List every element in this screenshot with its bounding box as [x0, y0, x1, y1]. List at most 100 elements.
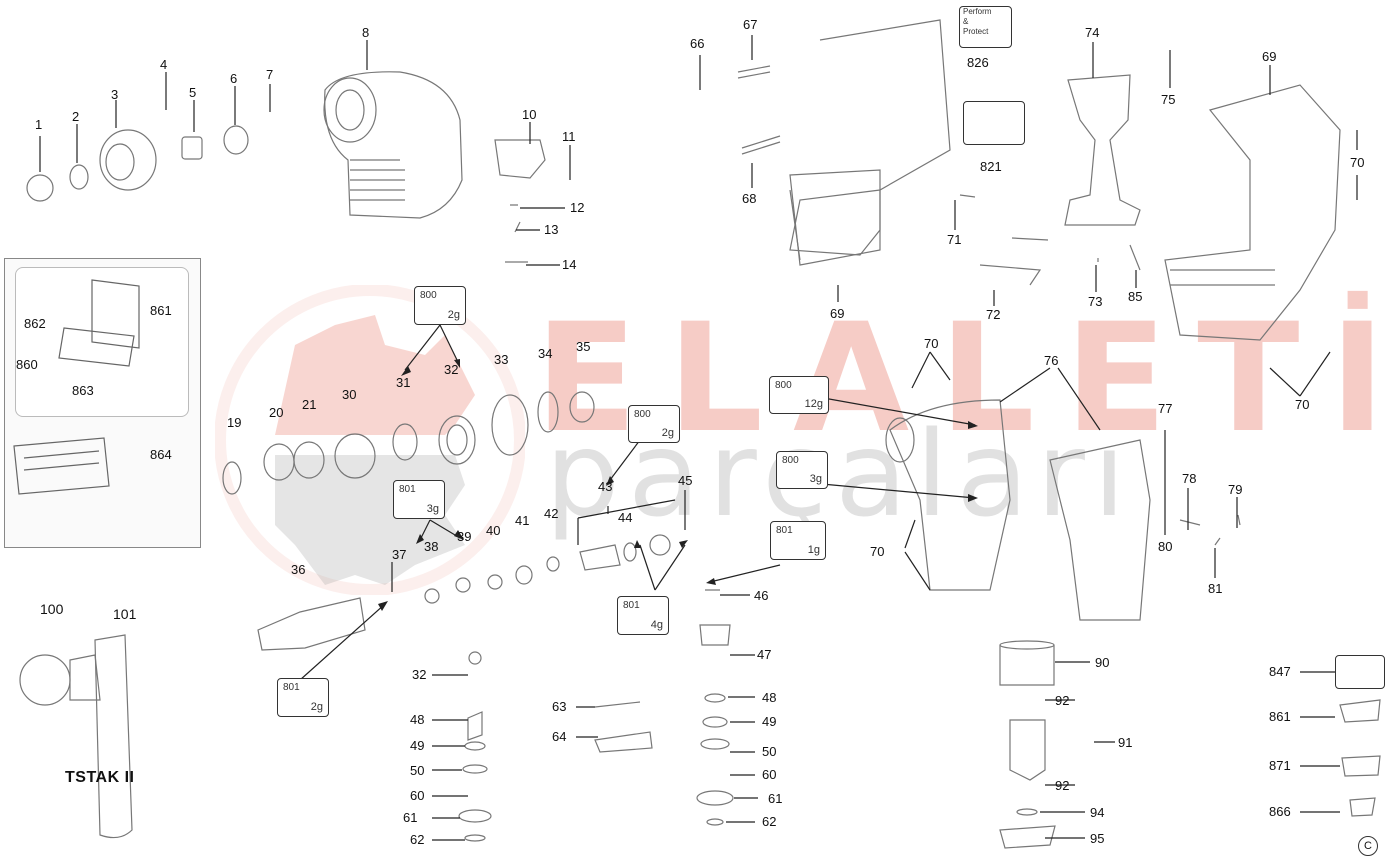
part-number-67: 67: [743, 17, 758, 32]
part-number-871: 871: [1269, 758, 1291, 773]
part-number-74: 74: [1085, 25, 1100, 40]
part-number-90: 90: [1095, 655, 1110, 670]
part-number-94: 94: [1090, 805, 1105, 820]
part-number-3: 3: [111, 87, 119, 102]
part-number-40: 40: [486, 523, 501, 538]
part-number-77: 77: [1158, 401, 1173, 416]
part-number-48-b: 48: [762, 690, 777, 705]
part-number-60-b: 60: [762, 767, 777, 782]
part-number-81: 81: [1208, 581, 1223, 596]
grease-box-800-12g: 800 12g: [769, 376, 829, 414]
part-number-1: 1: [35, 117, 43, 132]
grease-qty: 1g: [807, 544, 820, 556]
part-number-101: 101: [113, 606, 137, 622]
part-number-63: 63: [552, 699, 567, 714]
grease-qty: 4g: [650, 619, 663, 631]
part-number-863: 863: [72, 383, 94, 398]
part-number-78: 78: [1182, 471, 1197, 486]
part-number-6: 6: [230, 71, 238, 86]
part-number-32-b: 32: [412, 667, 427, 682]
kit-case-open-view: [15, 267, 189, 417]
part-number-37: 37: [392, 547, 407, 562]
part-number-60-a: 60: [410, 788, 425, 803]
part-number-34: 34: [538, 346, 553, 361]
part-number-79: 79: [1228, 482, 1243, 497]
part-number-69-b: 69: [1262, 49, 1277, 64]
part-number-36: 36: [291, 562, 306, 577]
part-number-92-b: 92: [1055, 778, 1070, 793]
part-number-7: 7: [266, 67, 274, 82]
part-number-72: 72: [986, 307, 1001, 322]
part-number-38: 38: [424, 539, 439, 554]
kit-case-drawing: [13, 279, 140, 495]
grease-code: 800: [775, 380, 792, 391]
grease-code: 800: [634, 409, 651, 420]
part-number-45: 45: [678, 473, 693, 488]
part-number-861-b: 861: [1269, 709, 1291, 724]
part-number-860: 860: [16, 357, 38, 372]
part-number-71: 71: [947, 232, 962, 247]
part-number-44: 44: [618, 510, 633, 525]
grease-box-801-1g: 801 1g: [770, 521, 826, 560]
grease-qty: 2g: [310, 701, 323, 713]
part-number-80: 80: [1158, 539, 1173, 554]
grease-qty: 12g: [804, 398, 823, 410]
box-826-text-1: Perform: [963, 7, 992, 16]
grease-code: 801: [399, 484, 416, 495]
part-number-49-a: 49: [410, 738, 425, 753]
grease-code: 801: [776, 525, 793, 536]
part-number-2: 2: [72, 109, 80, 124]
grease-box-801-4g: 801 4g: [617, 596, 669, 635]
part-number-70-b: 70: [1350, 155, 1365, 170]
grease-box-801-3g: 801 3g: [393, 480, 445, 519]
part-number-8: 8: [362, 25, 370, 40]
label-box-826: Perform & Protect: [959, 6, 1012, 48]
part-number-862: 862: [24, 316, 46, 331]
part-number-61-b: 61: [768, 791, 783, 806]
part-number-861-a: 861: [150, 303, 172, 318]
grease-code: 801: [283, 682, 300, 693]
part-number-70-c: 70: [870, 544, 885, 559]
part-number-76: 76: [1044, 353, 1059, 368]
kit-label: TSTAK II: [65, 769, 135, 786]
part-number-92-a: 92: [1055, 693, 1070, 708]
grease-box-801-2g: 801 2g: [277, 678, 329, 717]
box-826-text-3: Protect: [963, 27, 989, 36]
part-number-47: 47: [757, 647, 772, 662]
label-box-821: [963, 101, 1025, 145]
part-number-50-a: 50: [410, 763, 425, 778]
part-number-847: 847: [1269, 664, 1291, 679]
part-number-100: 100: [40, 601, 64, 617]
part-number-4: 4: [160, 57, 168, 72]
part-number-85: 85: [1128, 289, 1143, 304]
part-number-21: 21: [302, 397, 317, 412]
part-number-42: 42: [544, 506, 559, 521]
part-number-33: 33: [494, 352, 509, 367]
part-number-5: 5: [189, 85, 197, 100]
part-number-10: 10: [522, 107, 537, 122]
part-number-35: 35: [576, 339, 591, 354]
part-number-39: 39: [457, 529, 472, 544]
part-number-46: 46: [754, 588, 769, 603]
part-number-11: 11: [562, 129, 576, 144]
part-number-70-d: 70: [1295, 397, 1310, 412]
box-826-text-2: &: [963, 17, 969, 26]
grease-code: 801: [623, 600, 640, 611]
grease-code: 800: [782, 455, 799, 466]
grease-code: 800: [420, 290, 437, 301]
part-number-69-a: 69: [830, 306, 845, 321]
copyright-mark: C: [1358, 836, 1378, 856]
part-number-95: 95: [1090, 831, 1105, 846]
part-number-68: 68: [742, 191, 757, 206]
part-number-32-a: 32: [444, 362, 459, 377]
part-number-73: 73: [1088, 294, 1103, 309]
part-number-20: 20: [269, 405, 284, 420]
part-number-48-a: 48: [410, 712, 425, 727]
part-number-41: 41: [515, 513, 530, 528]
grease-qty: 3g: [426, 503, 439, 515]
part-number-75: 75: [1161, 92, 1176, 107]
